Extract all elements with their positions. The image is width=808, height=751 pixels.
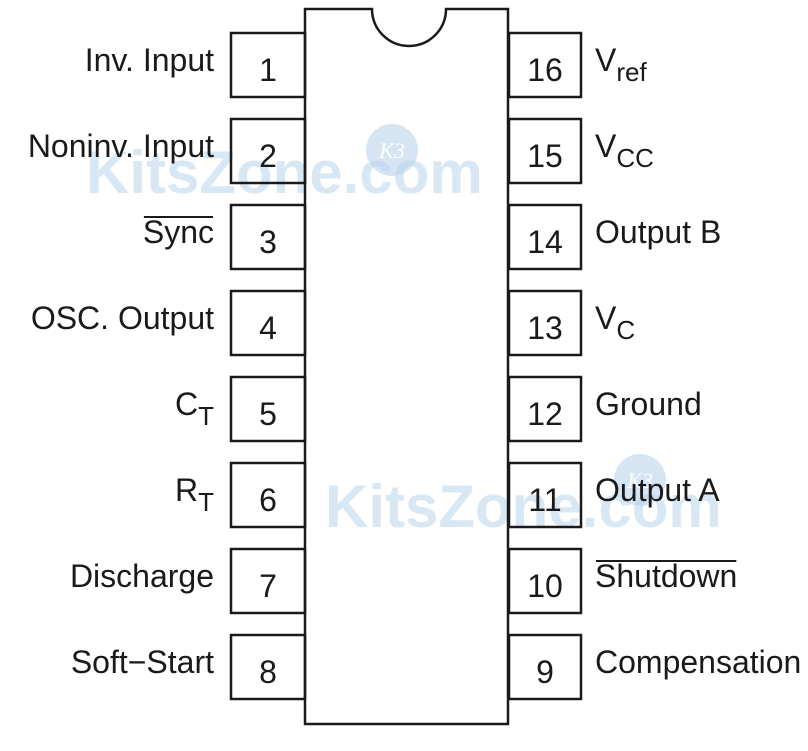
pin-label-text: Output A bbox=[595, 472, 720, 508]
pin-box bbox=[229, 547, 307, 615]
pin-number: 4 bbox=[259, 310, 277, 346]
pin-number: 2 bbox=[259, 138, 277, 174]
pin-label-subscript: ref bbox=[616, 57, 647, 87]
pin-label-subscript: CC bbox=[616, 143, 654, 173]
pin-label-text: Inv. Input bbox=[85, 42, 214, 78]
pin-5-ct: 5 CT bbox=[175, 375, 307, 443]
pin-label-text: Soft−Start bbox=[71, 644, 214, 680]
pin-number: 10 bbox=[527, 568, 563, 604]
pin-11-output-a: 11 Output A bbox=[507, 461, 720, 529]
pin-label-text: Noninv. Input bbox=[28, 128, 214, 164]
pin-box bbox=[229, 203, 307, 271]
pin-box bbox=[507, 203, 583, 271]
pin-number: 12 bbox=[527, 396, 563, 432]
pin-box bbox=[507, 461, 583, 529]
pin-label: Noninv. Input bbox=[28, 128, 214, 164]
pin-label-subscript: T bbox=[198, 401, 214, 431]
pin-number: 8 bbox=[259, 654, 277, 690]
pin-box bbox=[229, 31, 307, 99]
pin-label: Inv. Input bbox=[85, 42, 214, 78]
pin-box bbox=[507, 375, 583, 443]
pin-number: 5 bbox=[259, 396, 277, 432]
pin-3-sync: 3 Sync bbox=[143, 203, 307, 271]
pin-label-text: C bbox=[175, 386, 198, 422]
pin-label-text: Ground bbox=[595, 386, 702, 422]
pin-number: 7 bbox=[259, 568, 277, 604]
pin-number: 11 bbox=[528, 482, 561, 518]
pin-8-soft-start: 8 Soft−Start bbox=[71, 633, 307, 701]
pin-box bbox=[229, 633, 307, 701]
pin-number: 6 bbox=[259, 482, 277, 518]
pin-box bbox=[507, 289, 583, 357]
pin-label: Soft−Start bbox=[71, 644, 214, 680]
pin-box bbox=[507, 117, 583, 185]
pin-label: CT bbox=[175, 386, 214, 431]
pin-number: 16 bbox=[527, 52, 563, 88]
watermark-logo-icon: K3 bbox=[614, 454, 666, 506]
pin-label: Discharge bbox=[70, 558, 214, 594]
pin-label: Sync bbox=[143, 214, 214, 250]
pin-label: RT bbox=[175, 472, 214, 517]
pin-label: Compensation bbox=[595, 644, 801, 680]
pin-box bbox=[507, 547, 583, 615]
pin-14-output-b: 14 Output B bbox=[507, 203, 721, 271]
pin-number: 15 bbox=[527, 138, 563, 174]
pin-label: Output B bbox=[595, 214, 721, 250]
pin-6-rt: 6 RT bbox=[175, 461, 307, 529]
pin-1-inv-input: 1 Inv. Input bbox=[85, 31, 307, 99]
left-pins: 1 Inv. Input 2 Noninv. Input 3 Sync 4 OSC. Outp… bbox=[28, 31, 307, 701]
pin-box bbox=[229, 289, 307, 357]
pin-number: 1 bbox=[259, 52, 277, 88]
pin-label: Shutdown bbox=[595, 558, 737, 594]
pin-label-subscript: C bbox=[616, 315, 635, 345]
pin-label: Ground bbox=[595, 386, 702, 422]
pin-10-shutdown: 10 Shutdown bbox=[507, 547, 737, 615]
pin-label-text: Sync bbox=[143, 214, 214, 250]
pin-7-discharge: 7 Discharge bbox=[70, 547, 307, 615]
pin-number: 14 bbox=[527, 224, 563, 260]
pin-number: 13 bbox=[527, 310, 563, 346]
pin-12-ground: 12 Ground bbox=[507, 375, 702, 443]
pin-box bbox=[507, 31, 583, 99]
pin-label: OSC. Output bbox=[31, 300, 214, 336]
pin-label-text: Output B bbox=[595, 214, 721, 250]
pin-4-osc-output: 4 OSC. Output bbox=[31, 289, 307, 357]
pin-label-subscript: T bbox=[198, 487, 214, 517]
pin-label: Output A bbox=[595, 472, 720, 508]
pin-label: VCC bbox=[595, 128, 654, 173]
pin-label: VC bbox=[595, 300, 635, 345]
pin-label-text: V bbox=[595, 128, 617, 164]
pin-9-compensation: 9 Compensation bbox=[507, 633, 801, 701]
pin-label-text: V bbox=[595, 42, 617, 78]
pin-number: 9 bbox=[536, 654, 554, 690]
pin-label: Vref bbox=[595, 42, 647, 87]
pin-15-vcc: 15 VCC bbox=[507, 117, 654, 185]
pin-number: 3 bbox=[259, 224, 277, 260]
pin-label-text: R bbox=[175, 472, 198, 508]
pin-box bbox=[507, 633, 583, 701]
watermark-logo-text: K3 bbox=[378, 138, 405, 163]
pin-label-text: Compensation bbox=[595, 644, 801, 680]
pin-13-vc: 13 VC bbox=[507, 289, 635, 357]
chip-body bbox=[303, 7, 510, 726]
pin-box bbox=[229, 117, 307, 185]
pin-label-text: Discharge bbox=[70, 558, 214, 594]
watermark-logo-icon: K3 bbox=[366, 124, 418, 176]
pin-2-noninv-input: 2 Noninv. Input bbox=[28, 117, 307, 185]
watermark-logo-text: K3 bbox=[626, 468, 653, 493]
pin-box bbox=[229, 375, 307, 443]
pin-16-vref: 16 Vref bbox=[507, 31, 647, 99]
pin-label-text: OSC. Output bbox=[31, 300, 214, 336]
pin-label-text: V bbox=[595, 300, 617, 336]
pin-label-text: Shutdown bbox=[595, 558, 737, 594]
pin-box bbox=[229, 461, 307, 529]
